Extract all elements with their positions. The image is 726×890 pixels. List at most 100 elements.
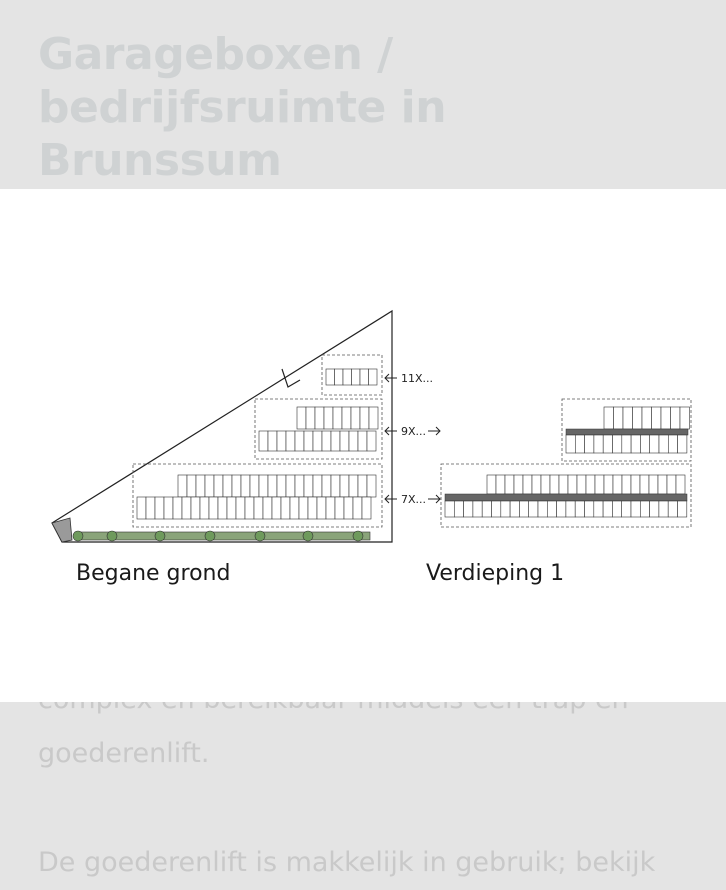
upper-block-outline-main [440, 463, 692, 528]
garage-unit [330, 430, 341, 452]
arrow-11x [384, 373, 397, 383]
garage-unit [163, 496, 174, 520]
garage-unit [481, 500, 492, 518]
garage-unit [612, 434, 623, 454]
upper-floor-label: Verdieping 1 [426, 561, 564, 586]
garage-unit [348, 474, 359, 498]
row-count-11x: 11X... [401, 372, 433, 385]
garage-unit [226, 496, 237, 520]
garage-unit [298, 496, 309, 520]
garage-unit [558, 474, 569, 495]
garage-unit [181, 496, 192, 520]
garage-unit [253, 496, 264, 520]
garage-unit [154, 496, 165, 520]
arrow-7x-right [428, 494, 441, 504]
garage-row-middle [258, 406, 379, 452]
garage-unit [537, 500, 548, 518]
garage-unit [504, 474, 515, 495]
hedge-strip [74, 531, 371, 541]
garage-unit [639, 474, 650, 495]
garage-unit [368, 368, 378, 386]
garage-unit [670, 406, 681, 430]
garage-unit [602, 500, 613, 518]
garage-unit [357, 430, 368, 452]
garage-unit [531, 474, 542, 495]
garage-unit [213, 474, 224, 498]
garage-unit [289, 496, 300, 520]
image-lightbox[interactable]: 11X... 9X... 7X... Begane grond Verdiepi… [0, 189, 726, 702]
corridor [565, 428, 689, 436]
garage-unit [641, 406, 652, 430]
tree-icon [106, 530, 118, 542]
tree-icon [154, 530, 166, 542]
garage-unit [444, 500, 455, 518]
garage-unit [366, 474, 377, 498]
garage-unit [666, 474, 677, 495]
garage-unit [267, 430, 278, 452]
garage-unit [603, 474, 614, 495]
garage-unit [565, 500, 576, 518]
garage-unit [593, 500, 604, 518]
block-outline-top [321, 354, 383, 396]
tree-icon [254, 530, 266, 542]
upper-garage-rows-top [565, 406, 690, 454]
garage-unit [368, 406, 379, 430]
garage-unit [519, 500, 530, 518]
garage-unit [325, 496, 336, 520]
garage-unit [285, 474, 296, 498]
garage-unit [677, 434, 688, 454]
garage-unit [621, 500, 632, 518]
tree-icon [204, 530, 216, 542]
garage-unit [217, 496, 228, 520]
garage-unit [307, 496, 318, 520]
garage-unit [546, 500, 557, 518]
garage-unit [312, 430, 323, 452]
garage-unit [294, 430, 305, 452]
garage-unit [296, 406, 307, 430]
garage-unit [330, 474, 341, 498]
garage-unit [585, 474, 596, 495]
garage-unit [584, 434, 595, 454]
garage-unit [658, 500, 669, 518]
garage-unit [567, 474, 578, 495]
floorplan-image[interactable]: 11X... 9X... 7X... Begane grond Verdiepi… [0, 189, 726, 702]
garage-unit [172, 496, 183, 520]
garage-unit [359, 368, 369, 386]
row-count-7x: 7X... [401, 493, 426, 506]
garage-unit [679, 406, 690, 430]
garage-unit [204, 474, 215, 498]
garage-unit [574, 434, 585, 454]
garage-unit [630, 474, 641, 495]
garage-unit [472, 500, 483, 518]
garage-unit [584, 500, 595, 518]
garage-unit [321, 474, 332, 498]
garage-unit [303, 430, 314, 452]
tree-row [72, 530, 364, 542]
garage-unit [240, 474, 251, 498]
garage-unit [622, 406, 633, 430]
row-count-9x: 9X... [401, 425, 426, 438]
garage-unit [549, 474, 560, 495]
block-outline-middle [254, 398, 383, 460]
garage-unit [195, 474, 206, 498]
garage-unit [648, 474, 659, 495]
garage-unit [651, 406, 662, 430]
garage-row-bottom [136, 474, 377, 520]
garage-unit [334, 496, 345, 520]
garage-unit [231, 474, 242, 498]
garage-unit [262, 496, 273, 520]
garage-unit [486, 474, 497, 495]
garage-unit [334, 368, 344, 386]
garage-unit [522, 474, 533, 495]
garage-unit [495, 474, 506, 495]
garage-unit [342, 368, 352, 386]
garage-unit [258, 474, 269, 498]
garage-unit [612, 500, 623, 518]
garage-unit [500, 500, 511, 518]
garage-unit [285, 430, 296, 452]
garage-unit [351, 368, 361, 386]
garage-unit [280, 496, 291, 520]
garage-unit [136, 496, 147, 520]
garage-unit [190, 496, 201, 520]
tree-icon [352, 530, 364, 542]
